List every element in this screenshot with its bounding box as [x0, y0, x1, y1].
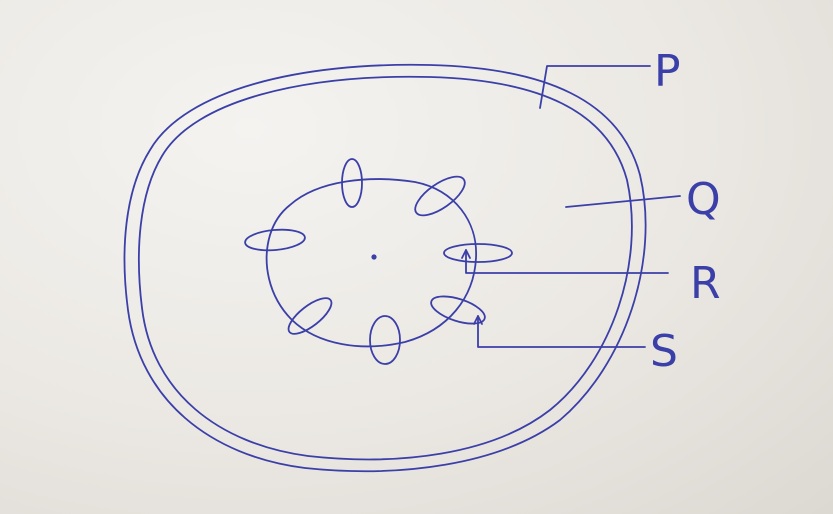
oval-top: [342, 159, 362, 207]
center-dot: [371, 254, 376, 259]
label-s: S: [650, 326, 678, 377]
leader-line-s: [478, 316, 645, 347]
oval-right-s: [428, 291, 488, 329]
label-p: P: [654, 46, 681, 97]
leader-line-q: [566, 196, 680, 207]
oval-bottom: [370, 316, 400, 364]
oval-right-r: [444, 244, 512, 262]
label-q: Q: [686, 174, 721, 225]
oval-top-right: [409, 170, 470, 223]
outer-boundary-outer-line: [124, 65, 645, 471]
inner-circle: [267, 179, 476, 346]
outer-boundary-inner-line: [139, 77, 632, 460]
label-r: R: [690, 258, 721, 309]
oval-left: [244, 227, 306, 252]
